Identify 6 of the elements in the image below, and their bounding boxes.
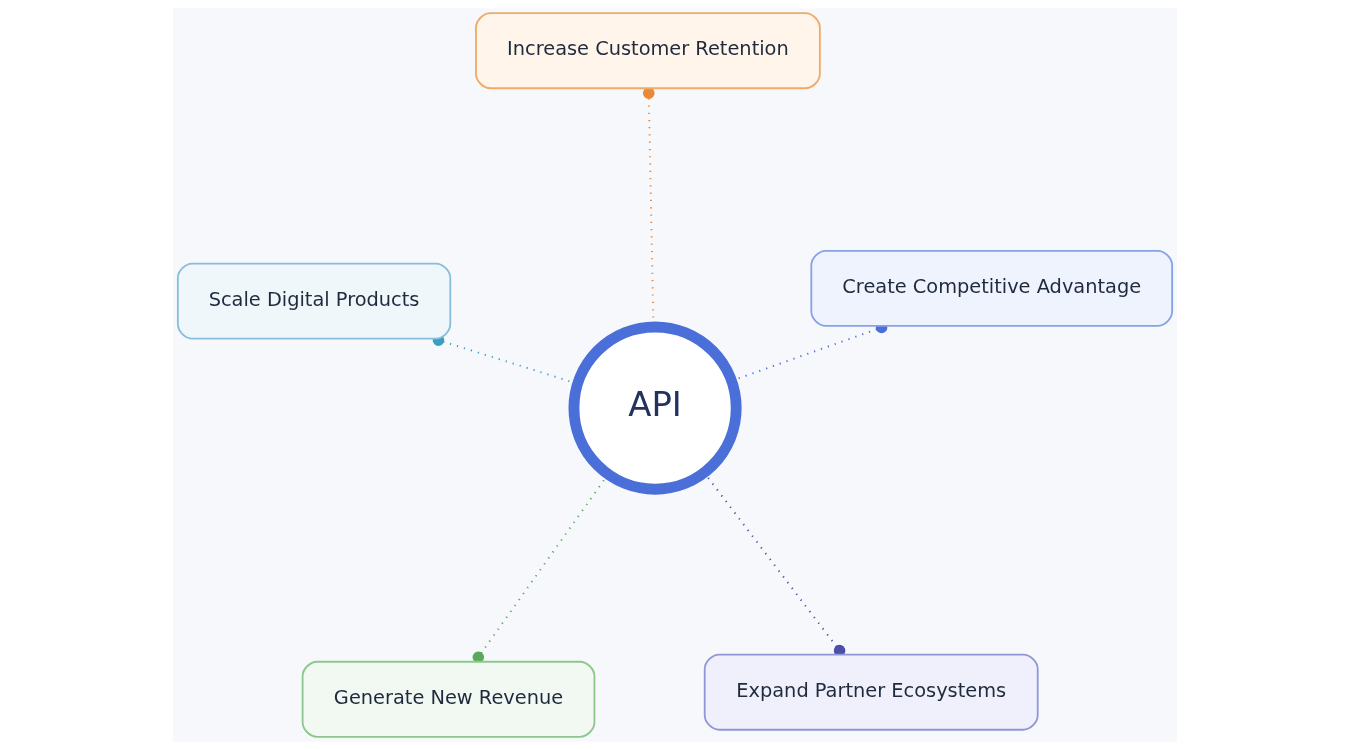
node-box: Scale Digital Products (176, 262, 452, 340)
node-box: Increase Customer Retention (475, 12, 821, 90)
node-box: Expand Partner Ecosystems (703, 653, 1039, 731)
node-circle: API (568, 321, 742, 495)
node-box: Generate New Revenue (301, 660, 596, 738)
node-box: Create Competitive Advantage (810, 249, 1174, 327)
